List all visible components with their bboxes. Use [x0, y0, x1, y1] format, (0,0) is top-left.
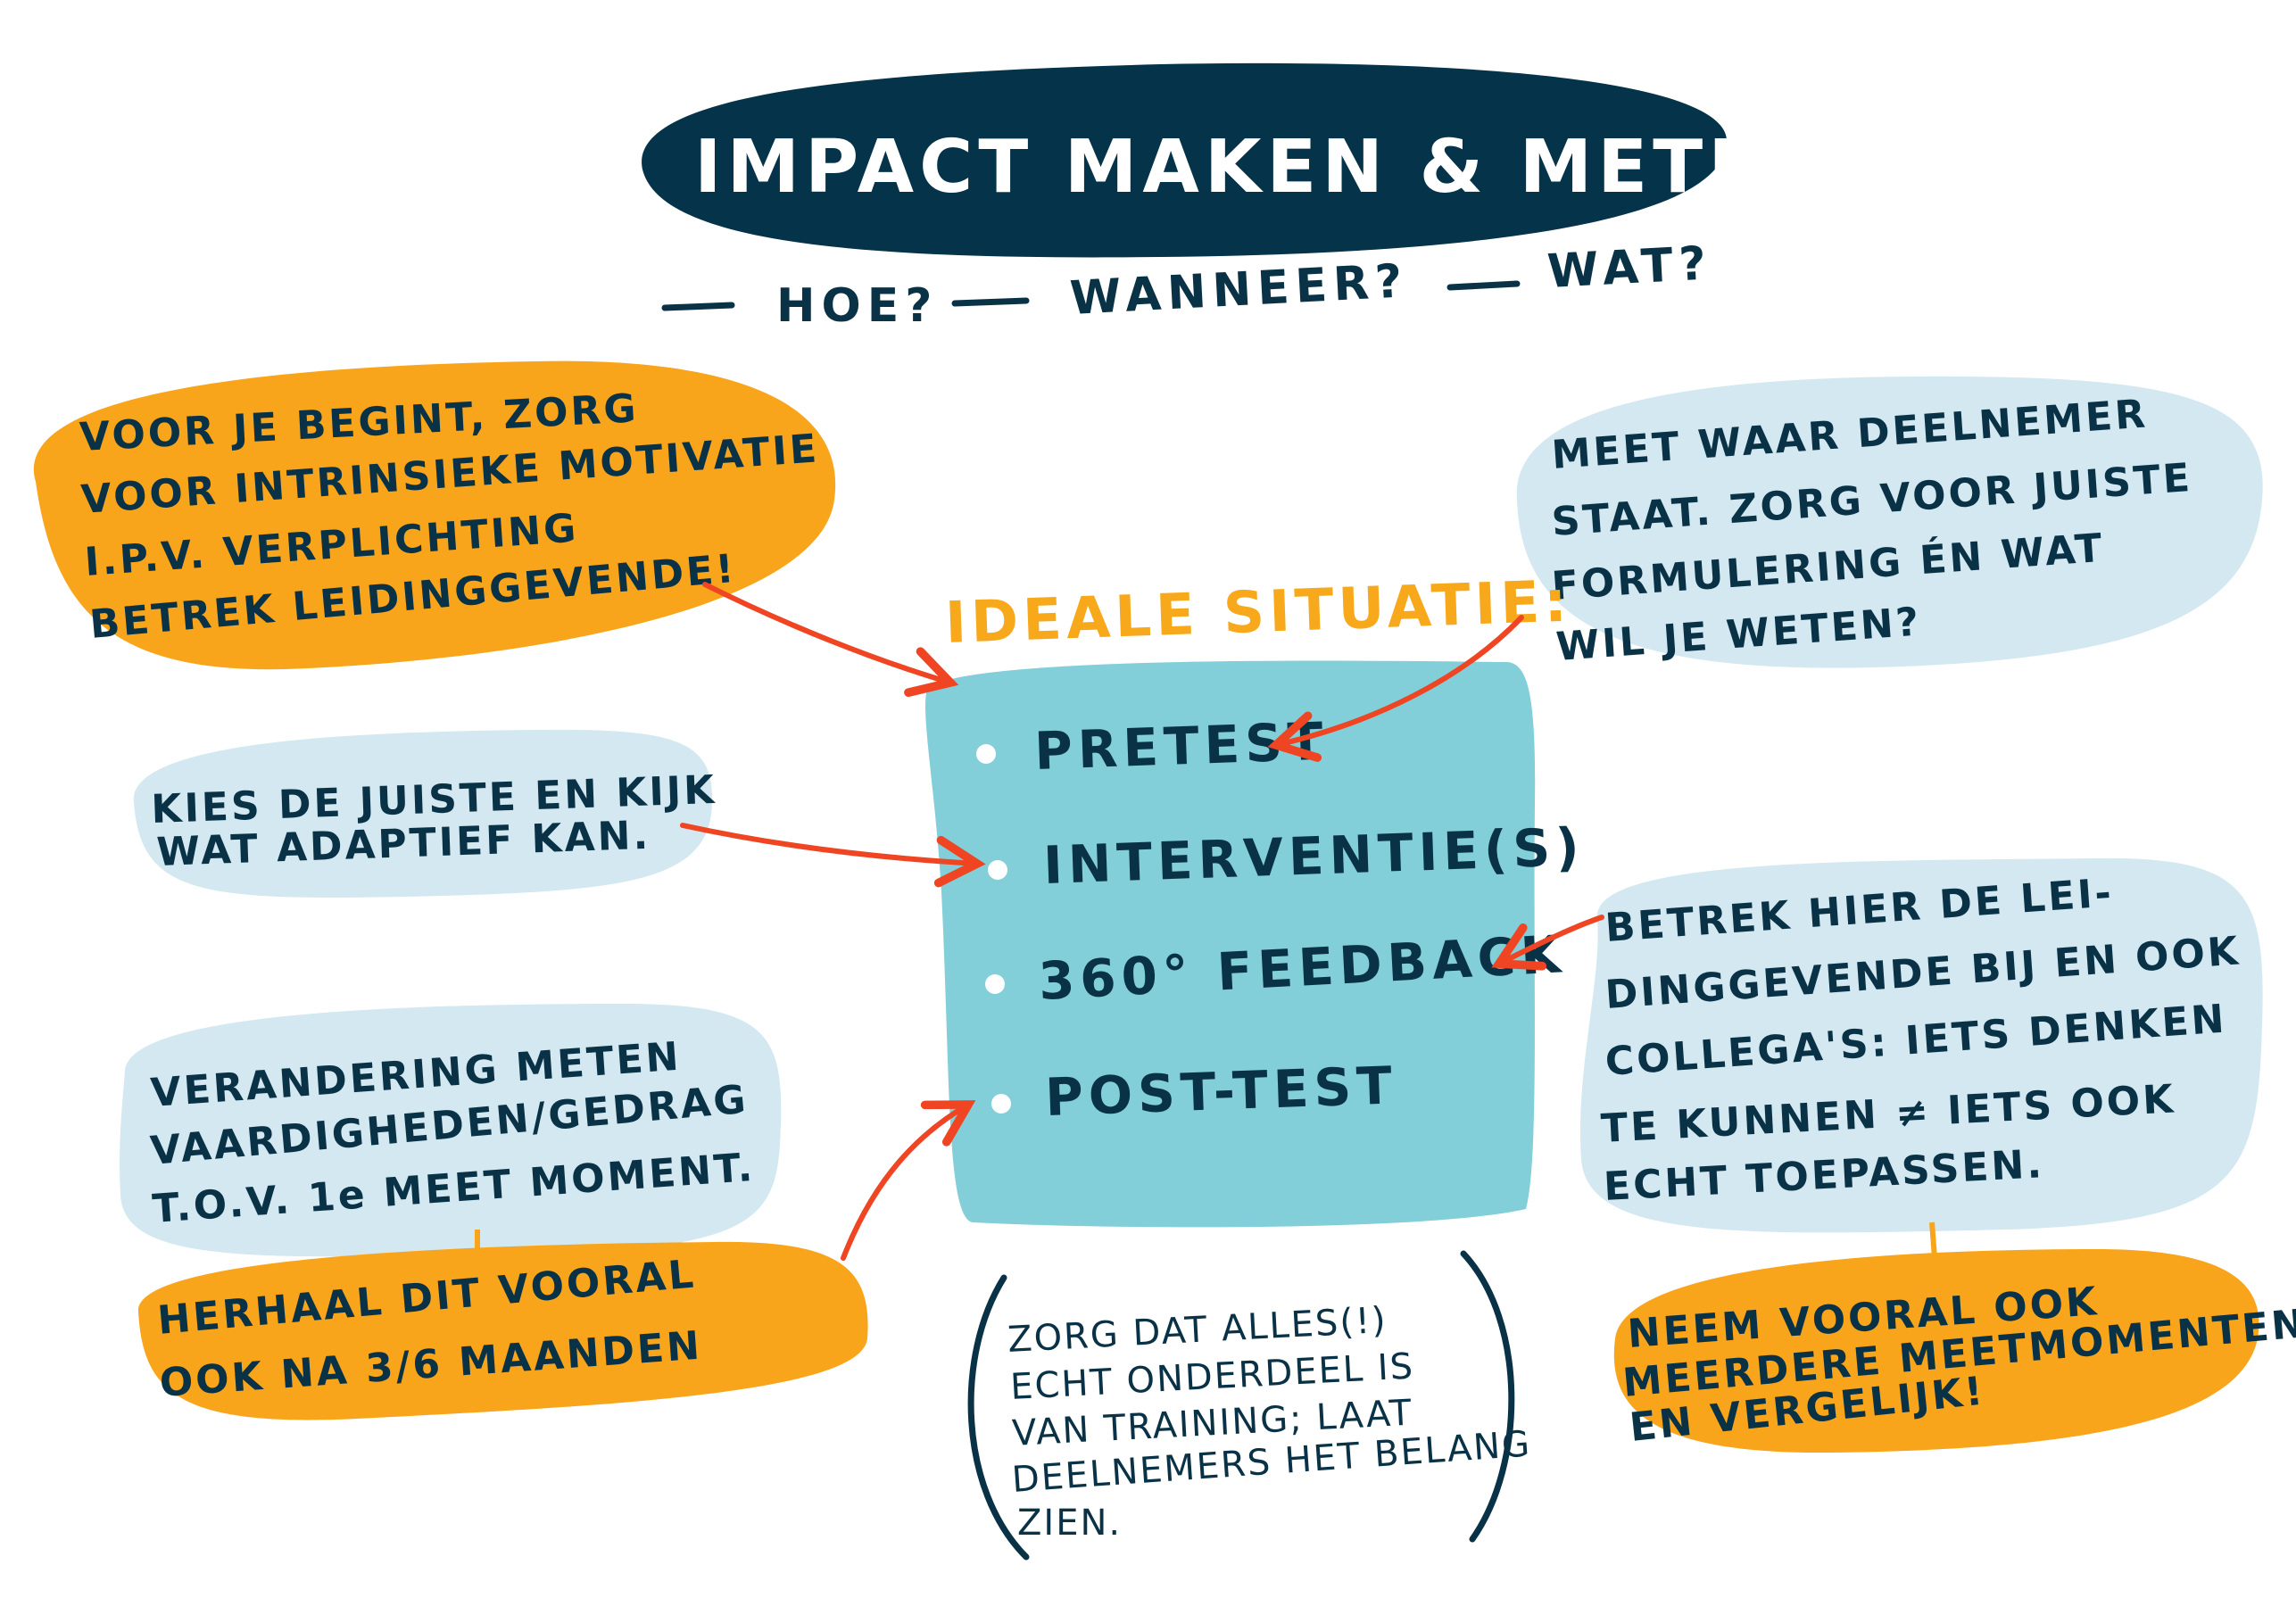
note-intervention: KIES DE JUISTE EN KIJK WAT ADAPTIEF KAN.	[133, 729, 717, 898]
note-motivation: VOOR JE BEGINT, ZORG VOOR INTRINSIEKE MO…	[33, 360, 836, 670]
ideal-item-posttest: POST-TEST	[991, 1055, 1398, 1128]
arrow-icon	[680, 823, 986, 888]
note-training: ZORG DAT ALLES(!) ECHT ONDERDEEL IS VAN …	[967, 1250, 1532, 1561]
subtitle-how: HOE?	[776, 279, 938, 333]
arrow-icon	[702, 582, 959, 697]
arrow-icon	[1491, 915, 1604, 971]
bullet-icon	[991, 1094, 1011, 1114]
svg-text:ZIEN.: ZIEN.	[1017, 1503, 1122, 1544]
subtitle-what: WAT?	[1546, 236, 1714, 299]
connector-line	[1929, 1221, 1937, 1259]
ideal-box: PRETEST INTERVENTIE(S) 360° FEEDBACK POS…	[925, 660, 1586, 1228]
svg-text:POST-TEST: POST-TEST	[1044, 1055, 1398, 1128]
arrow-icon	[841, 1100, 976, 1261]
note-repeat: HERHAAL DIT VOORAL OOK NA 3/6 MAANDEN	[137, 1241, 868, 1420]
title: IMPACT MAKEN & METEN	[694, 125, 1830, 210]
note-change: VERANDERING METEN VAARDIGHEDEN/GEDRAG T.…	[120, 1004, 782, 1257]
arrow-icon	[1267, 615, 1524, 762]
note-pretest: MEET WAAR DEELNEMER STAAT. ZORG VOOR JUI…	[1516, 376, 2263, 670]
svg-text:PRETEST: PRETEST	[1033, 711, 1329, 782]
ideal-heading: IDEALE SITUATIE:	[944, 569, 1572, 657]
note-multiple: NEEM VOORAL OOK MEERDERE MEETMOMENTEN EN…	[1613, 1249, 2296, 1453]
bullet-icon	[988, 860, 1007, 880]
note-feedback: BETREK HIER DE LEI- DINGGEVENDE BIJ EN O…	[1579, 857, 2263, 1233]
bullet-icon	[976, 744, 996, 764]
subtitle-when: WANNEER?	[1069, 254, 1410, 326]
title-banner: IMPACT MAKEN & METEN	[642, 62, 1830, 258]
bullet-icon	[985, 974, 1005, 994]
